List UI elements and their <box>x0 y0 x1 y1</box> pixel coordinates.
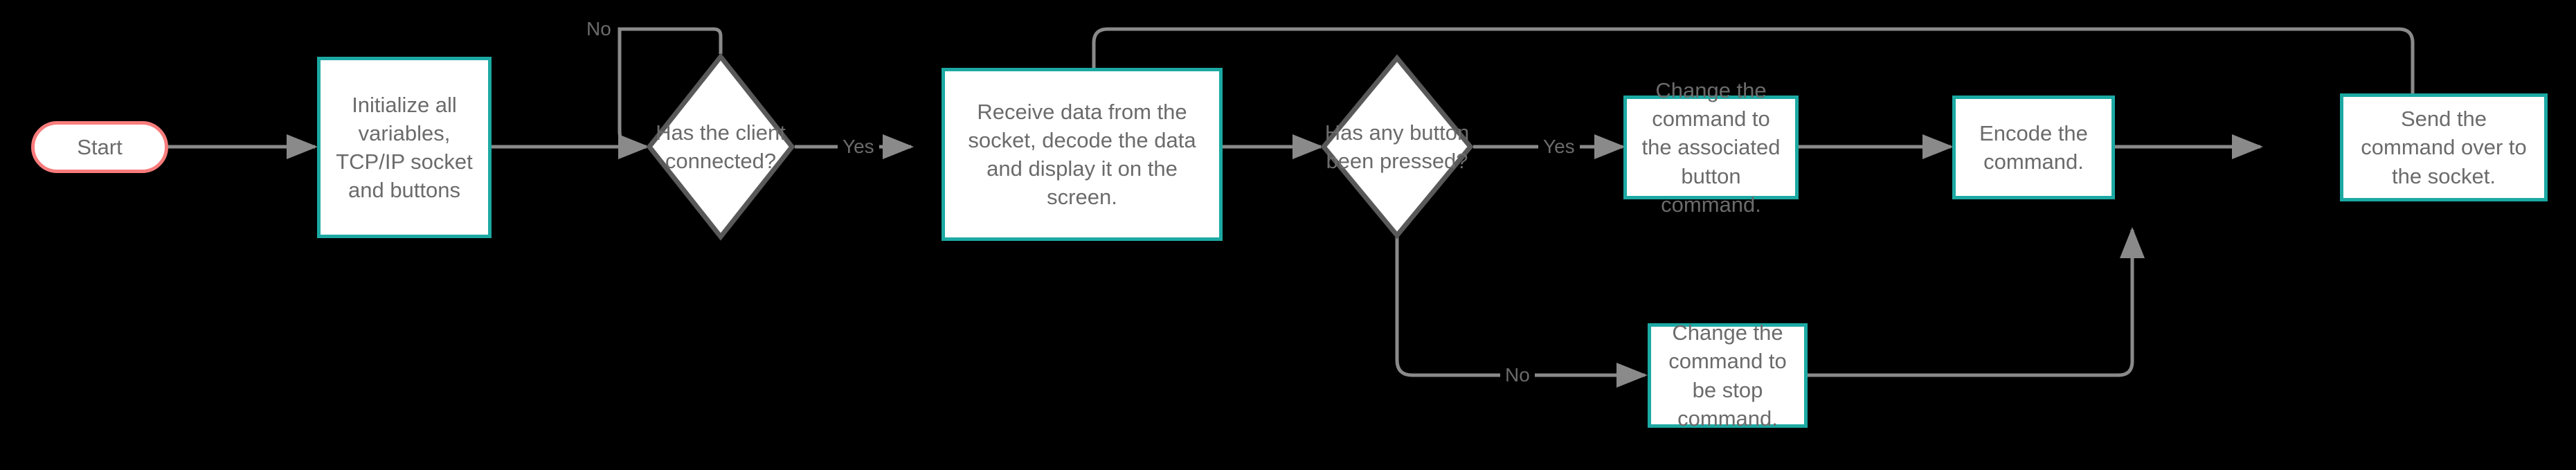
node-send-command[interactable]: Send the command over to the socket. <box>2340 93 2548 201</box>
button-decision-shape <box>1320 54 1474 239</box>
edge-stop-to-encode <box>1808 226 2145 377</box>
edge-send-to-receive-loop <box>1081 27 2415 114</box>
node-button-pressed-decision[interactable]: Has any button been pressed? <box>1320 54 1474 239</box>
node-button-pressed-label: Has any button been pressed? <box>1324 120 1470 173</box>
node-encode-command-label: Encode the command. <box>1979 120 2088 174</box>
node-receive-data[interactable]: Receive data from the socket, decode the… <box>942 68 1223 241</box>
node-client-connected-decision[interactable]: Has the client connected? <box>646 53 795 241</box>
edge-label-button-yes: Yes <box>1538 137 1580 156</box>
edge-button-check-no <box>1395 237 1648 388</box>
edge-label-client-yes: Yes <box>838 137 879 156</box>
node-associated-command-label: Change the command to the associated but… <box>1641 78 1781 217</box>
node-client-connected-label: Has the client connected? <box>656 120 786 173</box>
node-start[interactable]: Start <box>31 121 168 173</box>
node-associated-command[interactable]: Change the command to the associated but… <box>1623 78 1799 217</box>
node-stop-command-label: Change the command to be stop command. <box>1668 320 1787 431</box>
edge-label-button-no: No <box>1500 365 1535 385</box>
node-stop-command[interactable]: Change the command to be stop command. <box>1648 320 1808 431</box>
node-send-command-label: Send the command over to the socket. <box>2361 107 2527 188</box>
node-start-label: Start <box>77 134 123 159</box>
node-initialize[interactable]: Initialize all variables, TCP/IP socket … <box>317 57 492 238</box>
edge-client-check-no-loop <box>618 27 723 159</box>
node-initialize-label: Initialize all variables, TCP/IP socket … <box>336 92 473 203</box>
client-decision-shape <box>646 53 795 241</box>
edge-label-client-no: No <box>582 19 616 39</box>
node-encode-command[interactable]: Encode the command. <box>1952 96 2115 199</box>
node-receive-data-label: Receive data from the socket, decode the… <box>968 99 1196 210</box>
